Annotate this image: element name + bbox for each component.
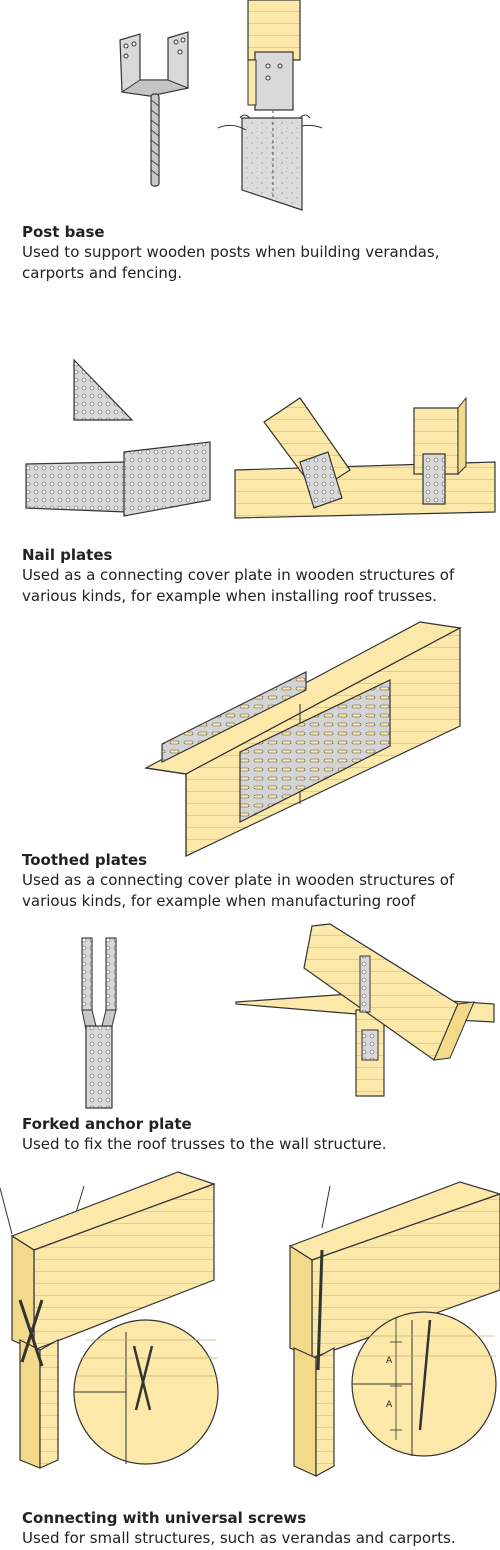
- forked-anchor-title: Forked anchor plate: [22, 1115, 192, 1133]
- nail-plates-title: Nail plates: [22, 546, 113, 564]
- dimension-label-a-lower: A: [386, 1400, 393, 1410]
- universal-screws-illustration: [0, 1171, 500, 1478]
- nail-plate-long: [25, 461, 127, 513]
- screw-joint-vertical: [288, 1181, 500, 1478]
- post-base-bracket: [119, 31, 190, 187]
- forked-anchor-caption: Forked anchor plate Used to fix the roof…: [22, 1114, 492, 1155]
- forked-anchor-plate: [81, 937, 117, 1109]
- nail-plates-description: Used as a connecting cover plate in wood…: [22, 566, 455, 605]
- detail-circle-right: [351, 1311, 497, 1457]
- truss-on-wall: [235, 923, 495, 1097]
- post-base-description: Used to support wooden posts when buildi…: [22, 243, 440, 282]
- roof-truss-joint: [234, 396, 496, 519]
- dimension-label-a-upper: A: [386, 1356, 393, 1366]
- universal-screws-caption: Connecting with universal screws Used fo…: [22, 1508, 492, 1549]
- detail-circle-left: [73, 1319, 219, 1465]
- universal-screws-title: Connecting with universal screws: [22, 1509, 307, 1527]
- toothed-plate-side: [239, 679, 391, 823]
- post-base-caption: Post base Used to support wooden posts w…: [22, 222, 492, 284]
- toothed-plates-caption: Toothed plates Used as a connecting cove…: [22, 850, 492, 912]
- toothed-plates-title: Toothed plates: [22, 851, 148, 869]
- nail-plates-caption: Nail plates Used as a connecting cover p…: [22, 545, 492, 607]
- nail-plate-triangle: [73, 358, 134, 421]
- screw-joint-crossed: [0, 1171, 216, 1469]
- nail-plates-illustration: [25, 358, 496, 519]
- nail-plate-wide: [123, 441, 211, 517]
- toothed-plate-top: [161, 671, 307, 763]
- toothed-plates-illustration: [144, 621, 462, 857]
- post-base-title: Post base: [22, 223, 105, 241]
- toothed-plates-description: Used as a connecting cover plate in wood…: [22, 871, 455, 910]
- forked-anchor-illustration: [81, 923, 495, 1109]
- post-in-concrete: [217, 0, 323, 211]
- universal-screws-description: Used for small structures, such as veran…: [22, 1529, 456, 1547]
- post-base-illustration: [119, 0, 323, 211]
- forked-anchor-description: Used to fix the roof trusses to the wall…: [22, 1135, 387, 1153]
